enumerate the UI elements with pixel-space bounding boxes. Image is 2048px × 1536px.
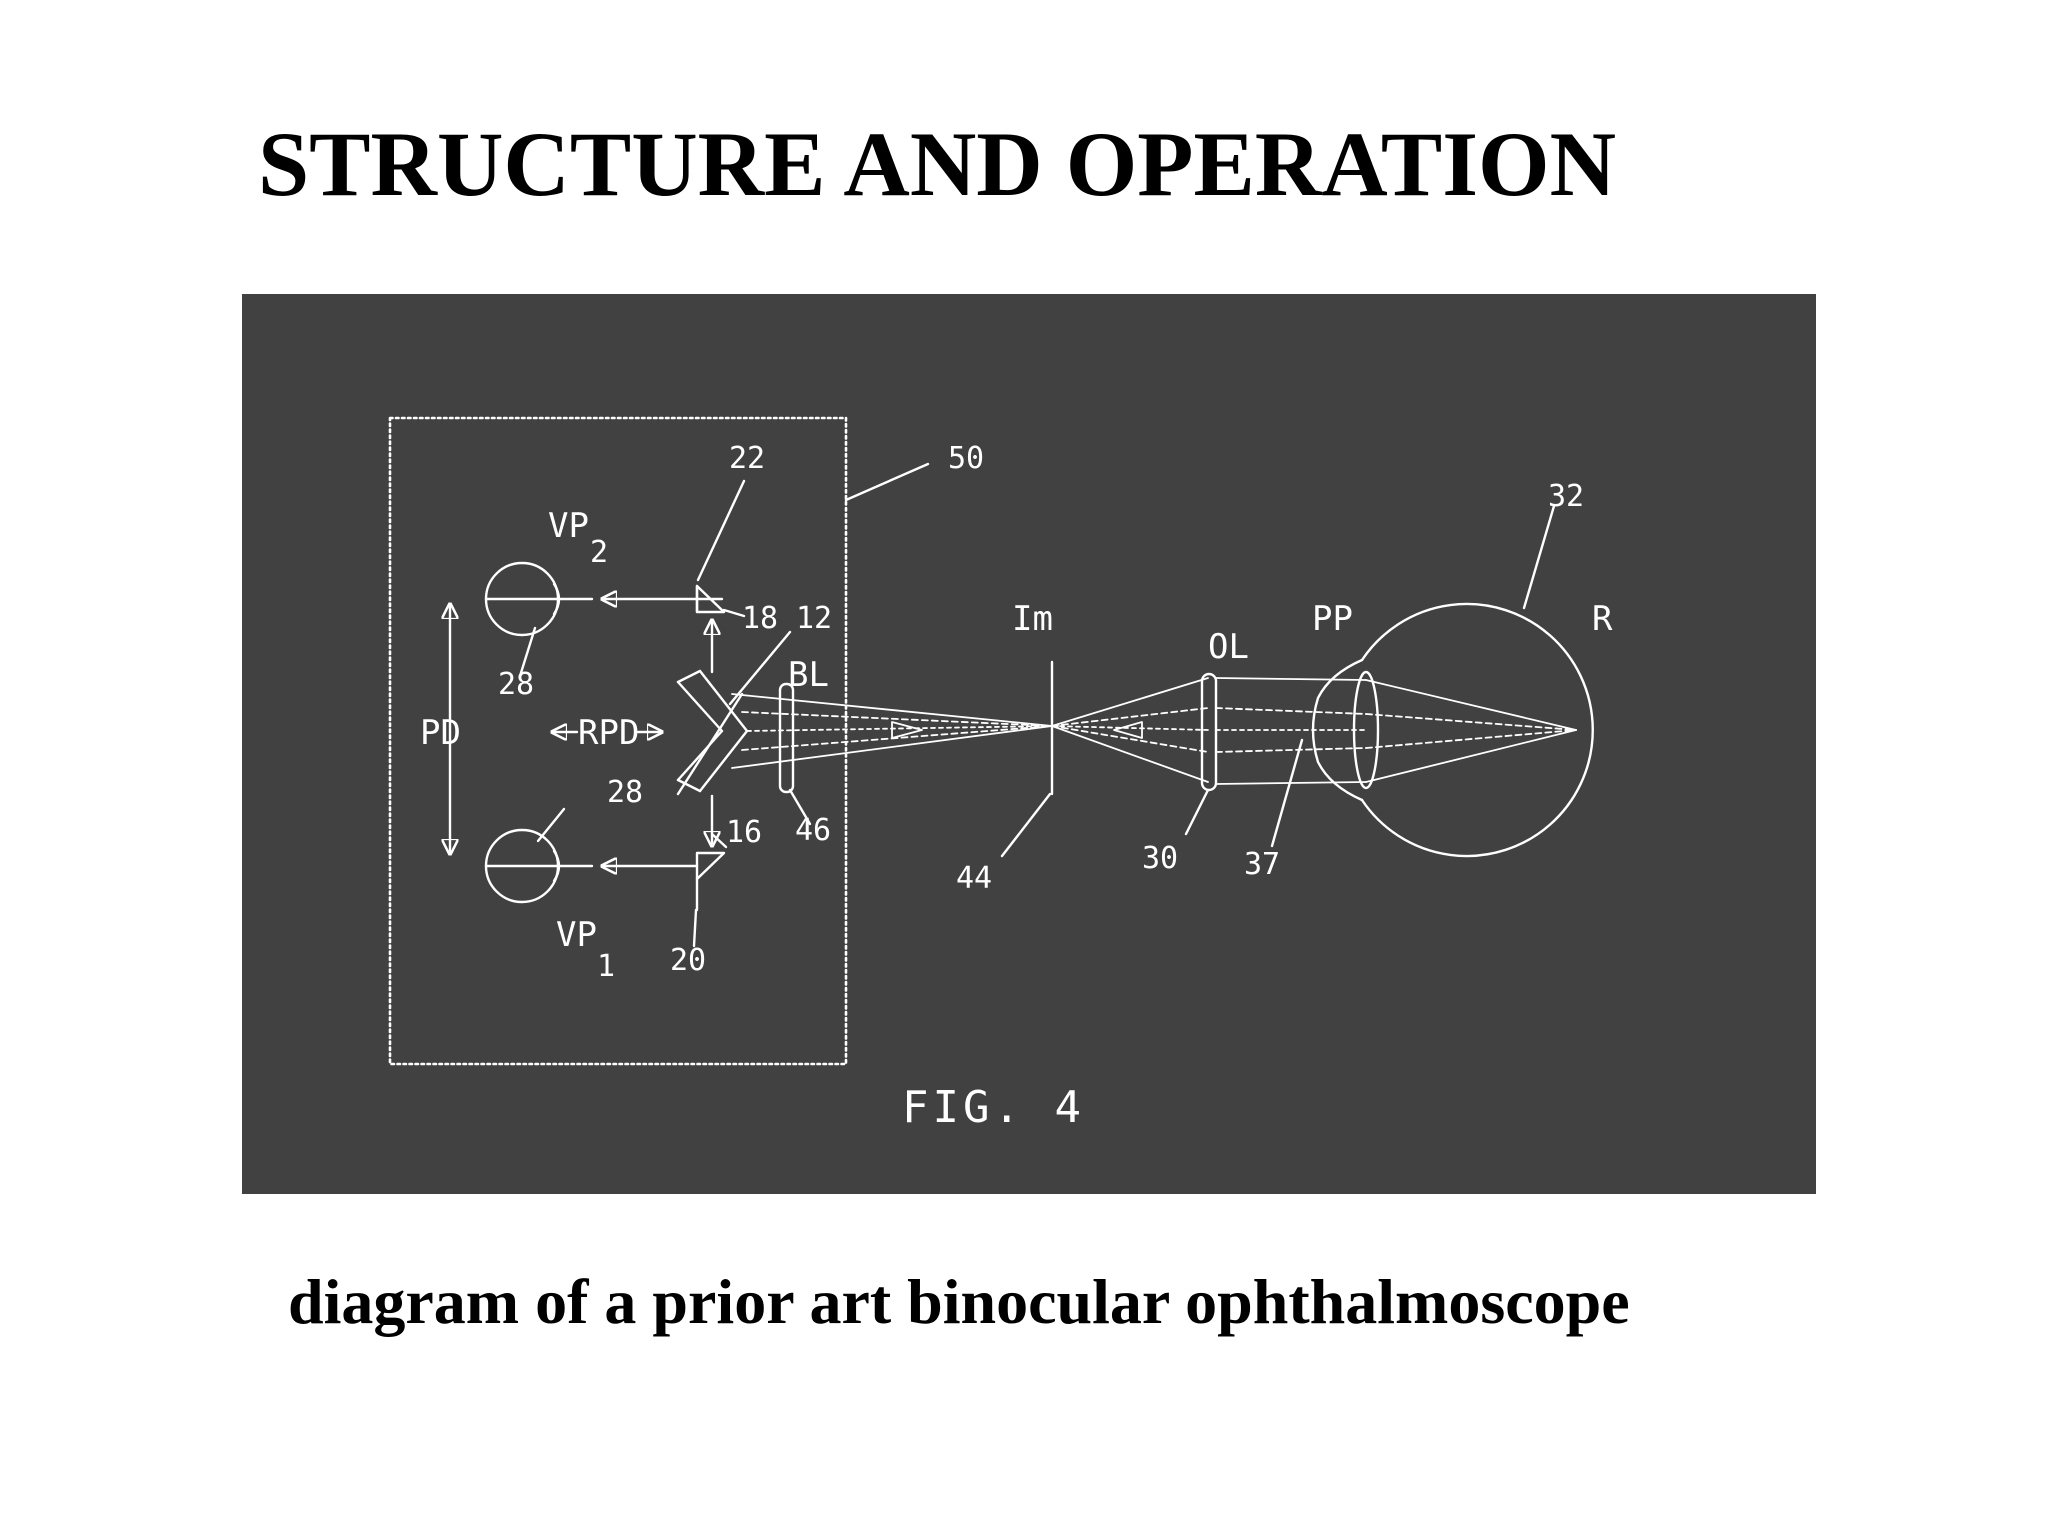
label-22: 22 bbox=[729, 441, 765, 476]
patient-eye-32 bbox=[1311, 602, 1594, 858]
label-vp2-subscript: 2 bbox=[590, 535, 608, 570]
label-r: R bbox=[1592, 599, 1613, 639]
slide-caption: diagram of a prior art binocular ophthal… bbox=[288, 1266, 1630, 1337]
leader-46 bbox=[788, 788, 812, 826]
beam-bundle-objective bbox=[1051, 677, 1209, 783]
label-pd: PD bbox=[420, 713, 461, 753]
label-16: 16 bbox=[726, 815, 762, 850]
label-vp2: VP bbox=[548, 506, 589, 546]
leader-16 bbox=[710, 832, 728, 849]
label-18: 18 bbox=[742, 601, 778, 636]
label-bl: BL bbox=[788, 655, 829, 695]
leader-50 bbox=[844, 462, 930, 502]
label-46: 46 bbox=[795, 813, 831, 848]
figure-panel: 22 50 32 VP 2 18 12 BL 28 PD RPD 28 16 4… bbox=[242, 294, 1816, 1194]
leader-28-upper bbox=[518, 626, 537, 678]
label-rpd: RPD bbox=[578, 713, 639, 753]
label-28-upper: 28 bbox=[498, 667, 534, 702]
leader-28-lower bbox=[536, 807, 566, 843]
prism-16 bbox=[695, 851, 726, 912]
beam-bundle-instrument bbox=[731, 693, 1053, 769]
leader-12 bbox=[728, 630, 792, 706]
viewer-eye-lower bbox=[484, 828, 594, 904]
label-ol: OL bbox=[1208, 627, 1249, 667]
label-im: Im bbox=[1012, 599, 1053, 639]
label-pp: PP bbox=[1312, 599, 1353, 639]
leader-44 bbox=[1000, 792, 1052, 858]
label-12: 12 bbox=[796, 601, 832, 636]
label-30: 30 bbox=[1142, 841, 1178, 876]
ophthalmoscope-diagram: 22 50 32 VP 2 18 12 BL 28 PD RPD 28 16 4… bbox=[388, 416, 1613, 1133]
slide-title: STRUCTURE AND OPERATION bbox=[258, 113, 1617, 215]
leader-30 bbox=[1184, 788, 1210, 836]
objective-lens-30 bbox=[1200, 672, 1218, 792]
viewer-eye-upper bbox=[484, 561, 594, 637]
leader-37 bbox=[1270, 738, 1304, 848]
beam-bundle-eye bbox=[1215, 677, 1577, 785]
label-50: 50 bbox=[948, 441, 984, 476]
label-20: 20 bbox=[670, 943, 706, 978]
leader-18 bbox=[722, 608, 746, 618]
label-44: 44 bbox=[956, 861, 992, 896]
prism-18 bbox=[695, 584, 726, 614]
roof-prism-12 bbox=[676, 669, 749, 796]
leader-32 bbox=[1522, 504, 1556, 610]
figure-caption: FIG. 4 bbox=[902, 1082, 1085, 1133]
leader-20 bbox=[692, 908, 698, 948]
label-32: 32 bbox=[1548, 479, 1584, 514]
instrument-housing bbox=[388, 416, 848, 1066]
label-28-lower: 28 bbox=[607, 775, 643, 810]
label-vp1: VP bbox=[556, 915, 597, 955]
leader-22 bbox=[696, 479, 746, 582]
lens-bl-46 bbox=[778, 682, 795, 794]
label-vp1-subscript: 1 bbox=[597, 949, 615, 984]
label-37: 37 bbox=[1244, 847, 1280, 882]
